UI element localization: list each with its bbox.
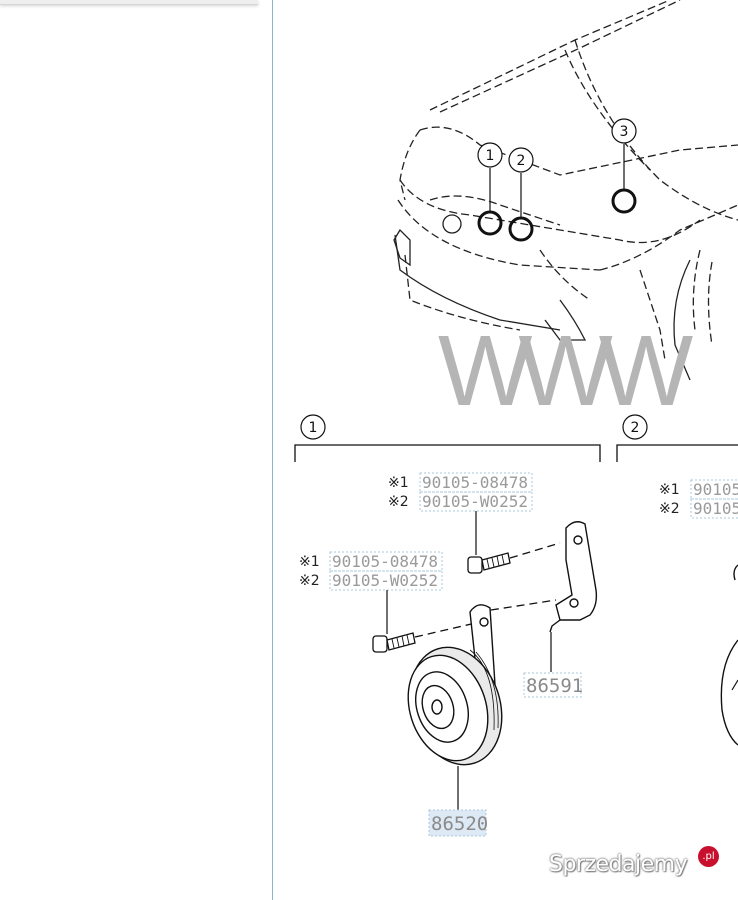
callout-1: 1 xyxy=(477,142,503,236)
bracket-icon xyxy=(549,521,598,672)
bolt-lower-part-2: 90105-W0252 xyxy=(332,571,438,590)
bolt-upper-mark-1: ※1 xyxy=(388,475,409,491)
bolt-upper-mark-2: ※2 xyxy=(388,494,409,510)
section-2-mark-2: ※2 xyxy=(659,501,680,517)
section-1: 1 ※1 90105-08478 ※2 90105-W0252 xyxy=(294,414,601,837)
callout-3: 3 xyxy=(611,118,637,214)
bolt-lower-label: ※1 90105-08478 ※2 90105-W0252 xyxy=(299,551,443,634)
bolt-lower-icon xyxy=(372,599,557,653)
bolt-lower-mark-1: ※1 xyxy=(299,554,320,570)
brand-badge-icon: .pl xyxy=(698,846,719,867)
watermark-text: WWW xyxy=(438,315,694,427)
bolt-lower-mark-2: ※2 xyxy=(299,573,320,589)
callout-2: 2 xyxy=(508,147,534,242)
brand-watermark: Sprzedajemy xyxy=(549,852,688,877)
section-2: 2 ※1 90105 ※2 90105 xyxy=(616,414,738,746)
bolt-lower-part-1: 90105-08478 xyxy=(332,552,438,571)
horn-icon xyxy=(407,604,503,810)
bolt-upper-label: ※1 90105-08478 ※2 90105-W0252 xyxy=(388,472,533,555)
car-front-drawing xyxy=(393,0,738,381)
section-1-label: 1 xyxy=(309,420,318,436)
section-2-mark-1: ※1 xyxy=(659,482,680,498)
bolt-upper-icon xyxy=(467,542,561,574)
bolt-upper-part-1: 90105-08478 xyxy=(422,473,528,492)
section-1-bracket-line xyxy=(294,444,601,462)
horn-part-number: 86520 xyxy=(431,813,488,835)
bracket-part-number: 86591 xyxy=(526,675,583,697)
section-2-part-2: 90105 xyxy=(693,499,738,518)
callout-2-label: 2 xyxy=(517,153,526,169)
callout-3-label: 3 xyxy=(620,124,629,140)
callout-1-label: 1 xyxy=(486,148,495,164)
section-2-bracket-line xyxy=(616,444,738,462)
top-tab-bar xyxy=(0,0,258,5)
car-callouts: 1 2 3 xyxy=(477,118,637,242)
section-2-part-1: 90105 xyxy=(693,480,738,499)
section-2-label: 2 xyxy=(631,420,640,436)
bolt-upper-part-2: 90105-W0252 xyxy=(422,492,528,511)
left-panel-divider xyxy=(272,0,273,900)
